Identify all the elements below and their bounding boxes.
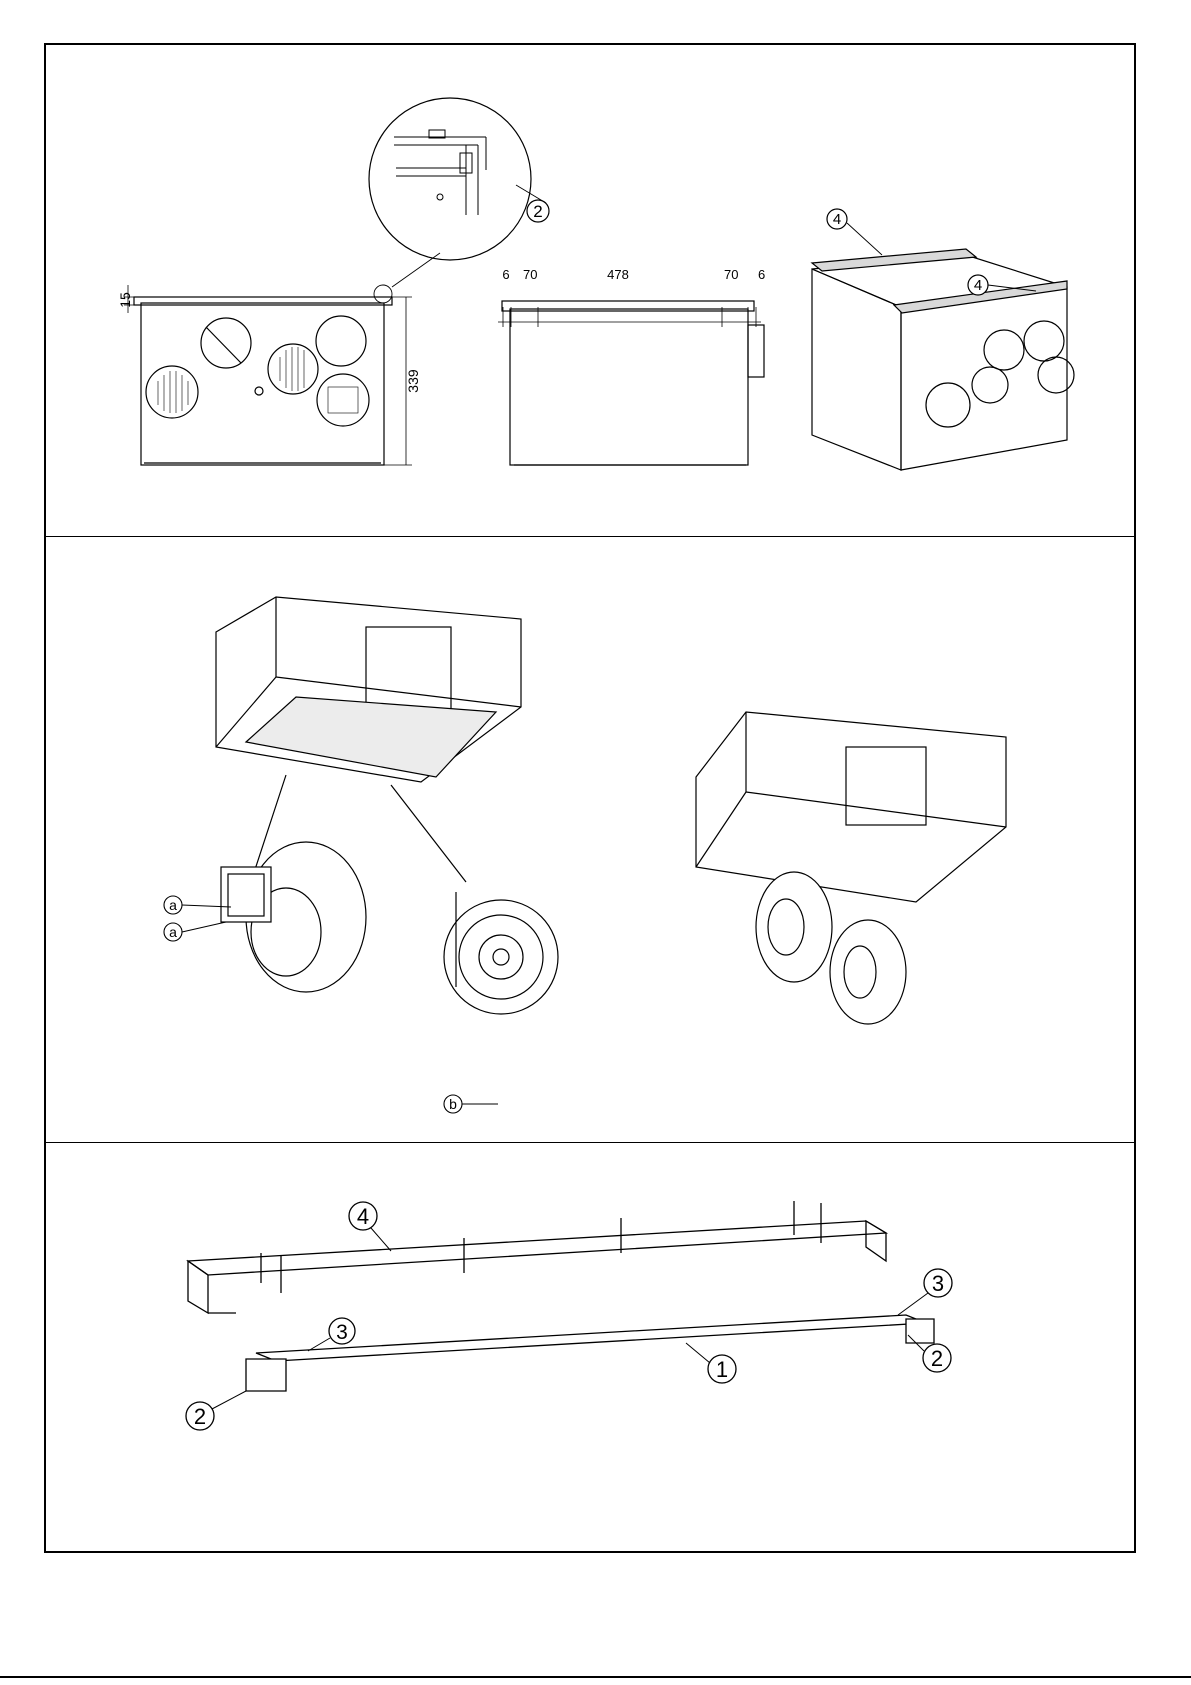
detail-circle: [369, 98, 531, 260]
front-port-1: [146, 366, 198, 418]
front-port-2: [201, 318, 251, 368]
dim-339-label: 339: [405, 369, 421, 393]
callout-4-top: 4: [833, 211, 841, 228]
callout-4-front: 4: [974, 277, 982, 294]
front-view-top-rail: [134, 297, 392, 305]
callout-b: b: [449, 1096, 457, 1112]
dim-70-right-label: 70: [724, 267, 738, 282]
dimension-drawing: 15 339 6 70 478 70 6 2 4 4: [46, 45, 1134, 537]
side-view-body: [510, 309, 748, 465]
dim-15-label: 15: [117, 292, 133, 308]
panel-dimensions: 15 339 6 70 478 70 6 2 4 4: [46, 45, 1134, 537]
callout-part-1: 1: [716, 1357, 728, 1382]
iso-right-face: [901, 287, 1067, 470]
callout-part-2-right: 2: [931, 1346, 943, 1371]
callout-part-3-right: 3: [932, 1271, 944, 1296]
fan-b2: [830, 920, 906, 1024]
rail-parts-drawing: 4 3 2 3 1 2: [46, 1143, 1134, 1553]
callout-2-detail: 2: [533, 202, 542, 221]
page-frame: 15 339 6 70 478 70 6 2 4 4: [44, 43, 1136, 1553]
front-port-5: [317, 374, 369, 426]
front-port-3: [268, 344, 318, 394]
fan-2-housing: [444, 900, 558, 1014]
panel-fan-removal: a a b: [46, 537, 1134, 1143]
iso-left-face: [812, 269, 901, 470]
dim-478-label: 478: [607, 267, 629, 282]
fan-removal-drawing: a a b: [46, 537, 1134, 1143]
callout-part-4: 4: [357, 1204, 369, 1229]
callout-a1: a: [169, 897, 177, 913]
dim-6-left-label: 6: [502, 267, 509, 282]
panel-rail-parts: 4 3 2 3 1 2: [46, 1143, 1134, 1553]
unit-b-body: [696, 712, 1006, 902]
callout-a2: a: [169, 924, 177, 940]
front-view-body: [141, 303, 384, 465]
callout-part-3-left: 3: [336, 1321, 348, 1344]
dim-70-left-label: 70: [523, 267, 537, 282]
front-port-4: [316, 316, 366, 366]
lower-bar: [256, 1315, 926, 1361]
upper-rail-top: [188, 1221, 886, 1275]
page-bottom-rule: [0, 1676, 1191, 1678]
dim-6-right-label: 6: [758, 267, 765, 282]
callout-part-2-left: 2: [194, 1404, 206, 1429]
